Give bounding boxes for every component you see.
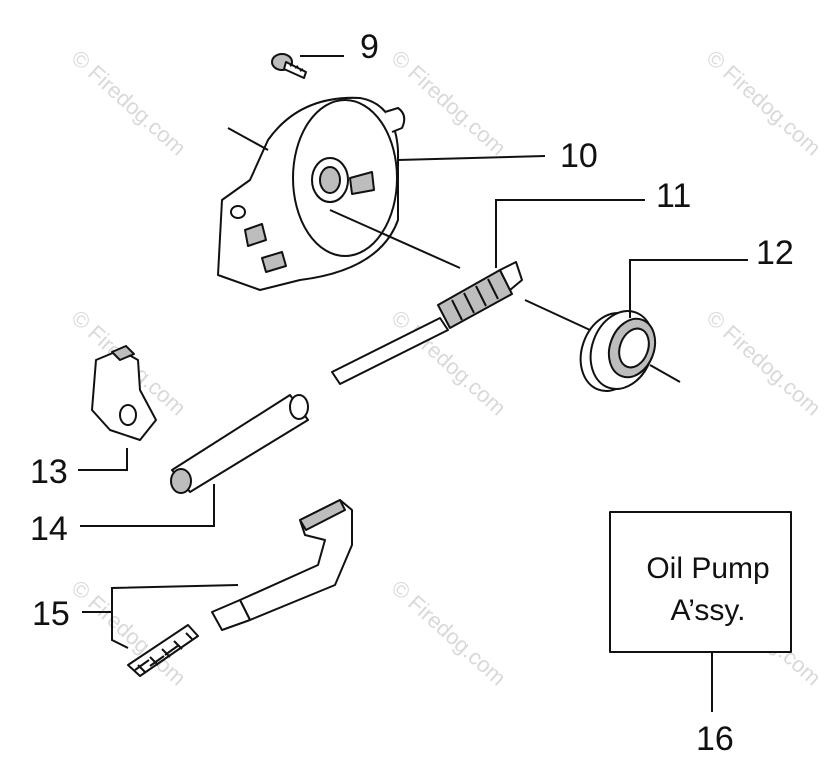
watermark: © Firedog.com — [67, 45, 191, 160]
watermark: © Firedog.com — [387, 575, 511, 690]
part-12-worm-gear — [579, 259, 748, 392]
callout-11: 11 — [656, 177, 691, 215]
watermark: © Firedog.com — [387, 45, 511, 160]
callout-14: 14 — [30, 510, 68, 548]
part-9-screw — [271, 53, 344, 79]
callout-9: 9 — [360, 28, 379, 66]
part-11-pump-shaft — [331, 199, 645, 385]
watermark: © Firedog.com — [702, 305, 826, 420]
callout-15: 15 — [32, 595, 70, 633]
callouts: 9 10 11 12 13 14 15 16 — [30, 28, 794, 758]
assembly-box-line2: A’ssy. — [670, 594, 745, 627]
watermark: © Firedog.com — [702, 45, 826, 160]
part-14-tube — [80, 394, 309, 527]
watermark: © Firedog.com — [67, 575, 191, 690]
assembly-box-line1: Oil Pump — [646, 552, 769, 585]
callout-16: 16 — [696, 720, 734, 758]
part-10-pump-housing — [217, 96, 546, 291]
part-13-clip — [78, 345, 157, 471]
callout-12: 12 — [756, 234, 794, 272]
oil-pump-assembly-box: Oil Pump A’ssy. — [609, 511, 792, 712]
callout-13: 13 — [30, 453, 68, 491]
callout-10: 10 — [560, 137, 598, 175]
part-15-oil-hose — [82, 499, 353, 677]
